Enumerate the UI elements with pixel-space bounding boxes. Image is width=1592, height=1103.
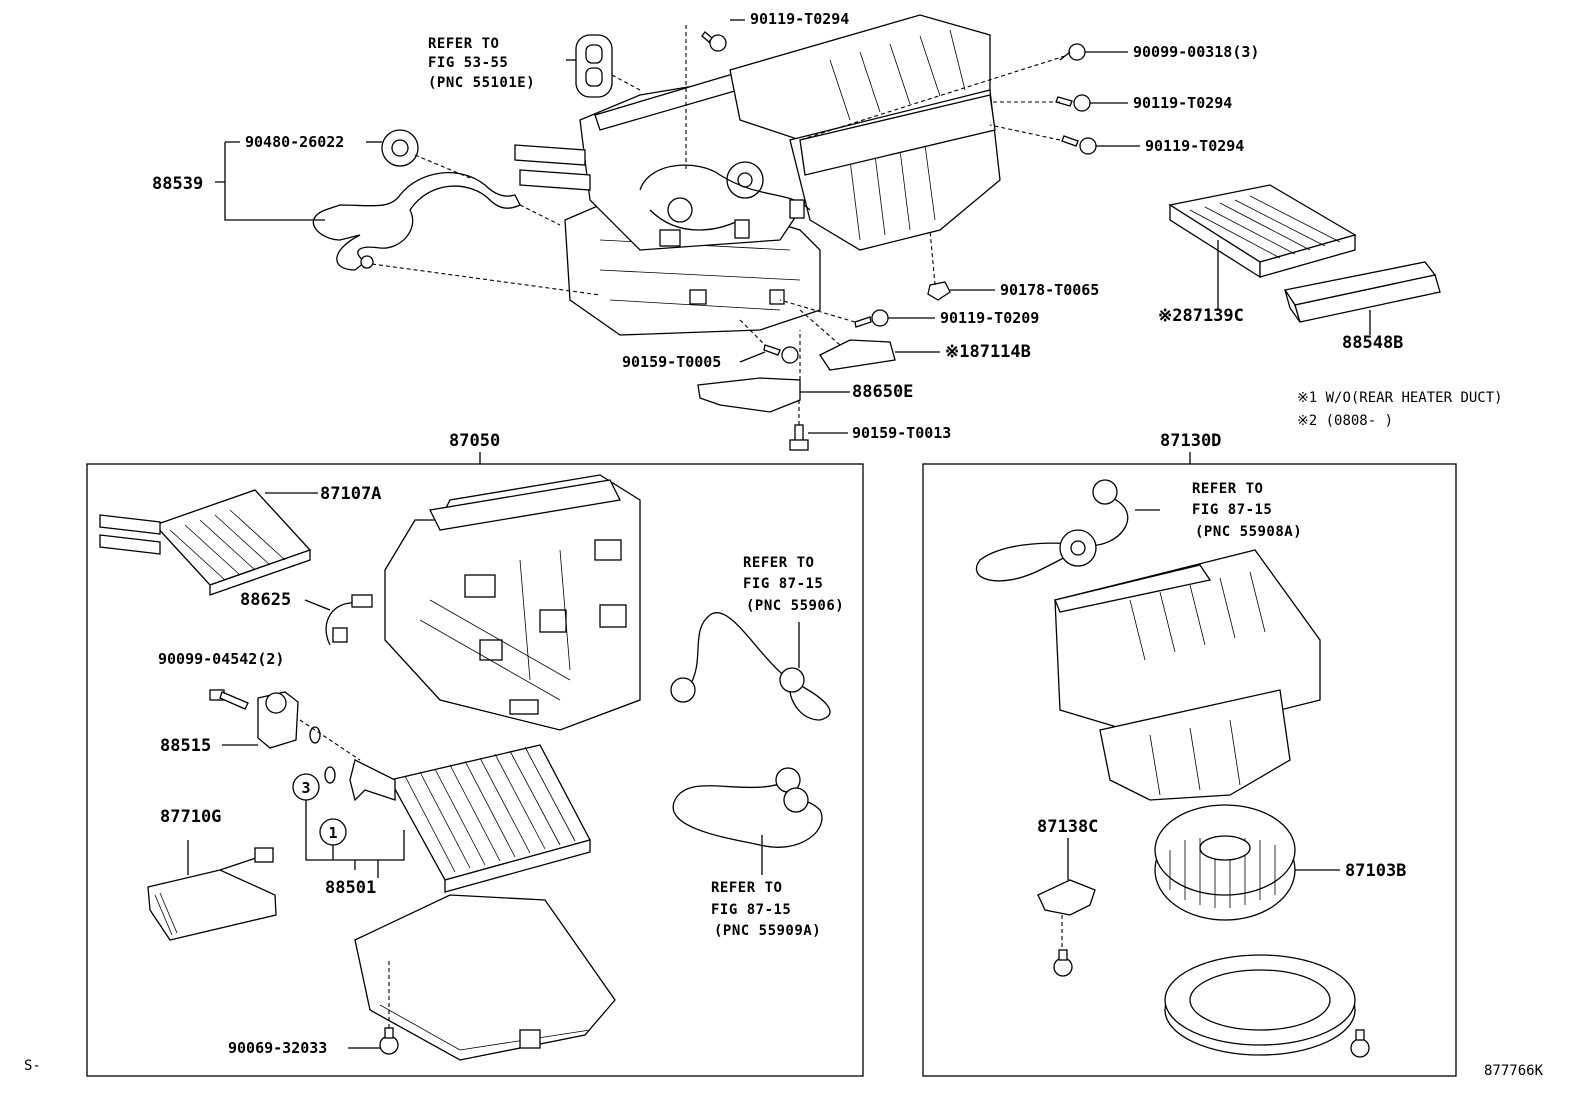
screw-icon	[789, 424, 809, 451]
callout-circle-3: 3	[292, 773, 320, 801]
svg-text:FIG 53-55: FIG 53-55	[428, 55, 508, 71]
main-hvac-assembly	[514, 14, 1001, 336]
wire-55909a	[672, 767, 823, 848]
label-88650e: 88650E	[852, 382, 913, 402]
svg-text:3: 3	[301, 779, 310, 797]
bolt-icon	[763, 344, 799, 364]
label-90119-t0294-top: 90119-T0294	[750, 10, 849, 28]
grommet-55101e	[575, 34, 613, 98]
svg-text:REFER TO: REFER TO	[711, 880, 782, 896]
svg-text:(PNC 55909A): (PNC 55909A)	[714, 923, 821, 939]
bolt-icon	[854, 309, 889, 328]
corner-label-right: 877766K	[1484, 1063, 1544, 1079]
housing-87050	[384, 474, 641, 731]
label-90099-00318: 90099-00318(3)	[1133, 43, 1259, 61]
corner-label-left: S-	[24, 1058, 41, 1074]
duct-88650e	[697, 377, 801, 413]
label-87710g: 87710G	[160, 807, 221, 827]
screw-icon	[379, 1027, 399, 1055]
expansion-valve-88515	[257, 691, 299, 749]
label-88625: 88625	[240, 590, 291, 610]
label-90159-t0013: 90159-T0013	[852, 424, 951, 442]
refer-label-55908a: REFER TO FIG 87-15 (PNC 55908A)	[1192, 481, 1302, 540]
svg-text:(PNC 55908A): (PNC 55908A)	[1195, 524, 1302, 540]
bolt-icon	[1059, 43, 1086, 61]
hose-88539	[312, 129, 521, 271]
refer-label-55909a: REFER TO FIG 87-15 (PNC 55909A)	[711, 880, 821, 939]
label-87107a: 87107A	[320, 484, 381, 504]
label-90480-26022: 90480-26022	[245, 133, 344, 151]
callout-circle-1: 1	[319, 818, 347, 846]
bolt-icon	[1055, 94, 1091, 112]
ptc-heater-87710g	[147, 840, 277, 941]
bolt-icon	[701, 31, 727, 52]
evaporator-88501	[349, 744, 591, 893]
wire-55906	[670, 612, 831, 721]
svg-text:(PNC 55906): (PNC 55906)	[746, 598, 844, 614]
svg-text:REFER TO: REFER TO	[1192, 481, 1263, 497]
footnote-1: ※1 W/O(REAR HEATER DUCT)	[1297, 390, 1503, 406]
label-87138c: 87138C	[1037, 817, 1098, 837]
screw-icon	[1350, 1029, 1370, 1058]
blower-bottom-cover	[1164, 954, 1356, 1056]
footnote-2: ※2 (0808- )	[1297, 413, 1393, 429]
label-87139c: ※287139C	[1158, 306, 1244, 326]
refer-label-55101e: REFER TO FIG 53-55 (PNC 55101E)	[428, 36, 535, 91]
label-87114b: ※187114B	[945, 342, 1031, 362]
resistor-87138c	[1037, 879, 1096, 916]
bolt-icon	[209, 689, 249, 710]
heater-core-87107a	[99, 489, 312, 596]
cover-88548b	[1283, 261, 1441, 323]
bolt-icon	[1061, 135, 1097, 155]
lower-cover	[354, 894, 616, 1061]
label-90119-t0294-a: 90119-T0294	[1133, 94, 1232, 112]
label-88515: 88515	[160, 736, 211, 756]
label-90119-t0209: 90119-T0209	[940, 309, 1039, 327]
box-87050	[86, 463, 864, 1077]
label-90119-t0294-b: 90119-T0294	[1145, 137, 1244, 155]
label-87103b: 87103B	[1345, 861, 1406, 881]
nut-icon	[927, 281, 951, 301]
label-90159-t0005: 90159-T0005	[622, 353, 721, 371]
label-88548b: 88548B	[1342, 333, 1403, 353]
screw-icon	[1053, 949, 1073, 977]
label-88501: 88501	[325, 878, 376, 898]
label-90099-04542: 90099-04542(2)	[158, 650, 284, 668]
svg-text:1: 1	[328, 824, 337, 842]
svg-text:FIG 87-15: FIG 87-15	[743, 576, 823, 592]
wire-55908a	[975, 479, 1129, 582]
svg-text:(PNC 55101E): (PNC 55101E)	[428, 75, 535, 91]
label-87130d: 87130D	[1160, 431, 1221, 451]
svg-text:REFER TO: REFER TO	[743, 555, 814, 571]
label-90178-t0065: 90178-T0065	[1000, 281, 1099, 299]
svg-text:REFER TO: REFER TO	[428, 36, 499, 52]
blower-case-87130d	[1054, 549, 1321, 801]
svg-text:FIG 87-15: FIG 87-15	[1192, 502, 1272, 518]
refer-label-55906: REFER TO FIG 87-15 (PNC 55906)	[743, 555, 844, 614]
svg-text:FIG 87-15: FIG 87-15	[711, 902, 791, 918]
filter-87139c	[1168, 184, 1357, 279]
label-90069-32033: 90069-32033	[228, 1039, 327, 1057]
label-87050: 87050	[449, 431, 500, 451]
duct-87114b	[819, 339, 896, 371]
blower-fan-87103b	[1154, 804, 1296, 921]
label-88539: 88539	[152, 174, 203, 194]
harness-88625	[325, 599, 366, 646]
